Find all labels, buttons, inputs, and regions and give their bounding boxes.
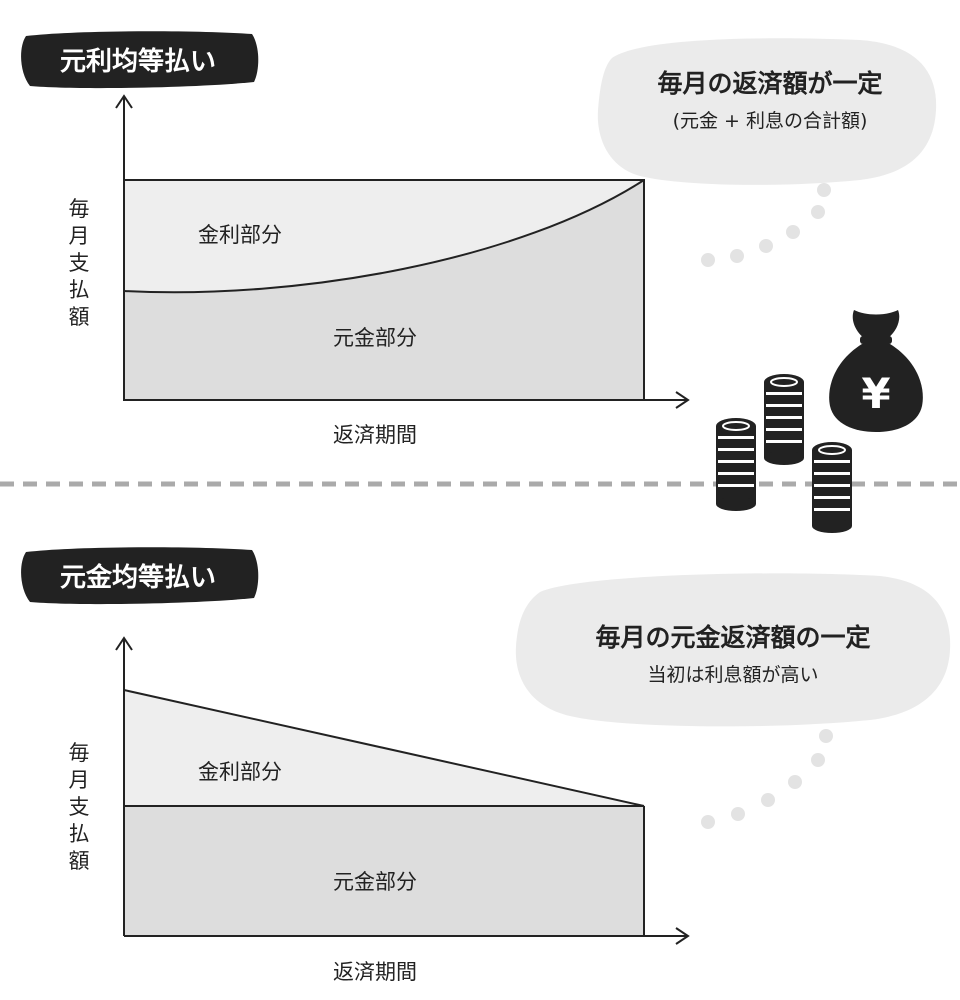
bottom-y-char: 支 — [68, 795, 90, 819]
top-y-char: 額 — [68, 305, 90, 329]
bottom-x-arrowhead — [675, 927, 690, 945]
bottom-interest-slope — [123, 689, 645, 807]
top-chart — [115, 94, 690, 409]
coin-stack-icon — [716, 418, 756, 511]
top-title-brush — [21, 31, 259, 89]
bottom-bubble-sub: 当初は利息額が高い — [647, 664, 819, 686]
top-bubble-text: 毎月の返済額が一定 (元金 + 利息の合計額) — [610, 64, 930, 133]
top-y-char: 毎 — [68, 197, 90, 221]
top-y-char: 月 — [68, 224, 90, 248]
top-y-arrowhead — [115, 94, 133, 109]
bottom-speech-bubble — [515, 573, 951, 829]
bottom-y-char: 毎 — [68, 741, 90, 765]
top-y-char: 支 — [68, 251, 90, 275]
bottom-chart — [115, 636, 690, 945]
bottom-y-char: 払 — [68, 822, 90, 846]
top-principal-area — [124, 180, 644, 400]
coin-stack-icon — [764, 374, 804, 465]
top-speech-bubble — [597, 38, 937, 267]
bottom-principal-label: 元金部分 — [333, 870, 417, 894]
top-x-arrowhead — [675, 391, 690, 409]
bottom-x-axis-label: 返済期間 — [333, 960, 417, 984]
top-title: 元利均等払い — [59, 46, 216, 77]
top-principal-label: 元金部分 — [333, 326, 417, 350]
top-interest-label: 金利部分 — [198, 223, 282, 247]
bottom-bubble-text: 毎月の元金返済額の一定 当初は利息額が高い — [528, 618, 938, 687]
bottom-title: 元金均等払い — [59, 562, 216, 593]
bottom-bubble-main: 毎月の元金返済額の一定 — [595, 623, 871, 652]
money-bag-icon: ¥ — [829, 310, 923, 432]
bottom-title-tag: 元金均等払い — [16, 544, 260, 606]
bottom-principal-area — [124, 806, 644, 936]
top-y-axis-label: 毎 月 支 払 額 — [64, 196, 94, 331]
bottom-interest-label: 金利部分 — [198, 760, 282, 784]
top-x-axis-label: 返済期間 — [333, 423, 417, 447]
bottom-title-brush — [21, 547, 259, 605]
bottom-y-arrowhead — [115, 636, 133, 651]
top-title-tag: 元利均等払い — [16, 28, 260, 90]
bottom-y-char: 月 — [68, 768, 90, 792]
top-y-char: 払 — [68, 278, 90, 302]
top-boundary-curve — [123, 179, 645, 294]
bottom-y-char: 額 — [68, 849, 90, 873]
top-bubble-sub: (元金 + 利息の合計額) — [672, 110, 868, 132]
coin-stack-icon — [812, 442, 852, 533]
bottom-y-axis-label: 毎 月 支 払 額 — [64, 740, 94, 875]
top-bubble-main: 毎月の返済額が一定 — [657, 69, 883, 98]
yen-symbol: ¥ — [861, 369, 890, 418]
